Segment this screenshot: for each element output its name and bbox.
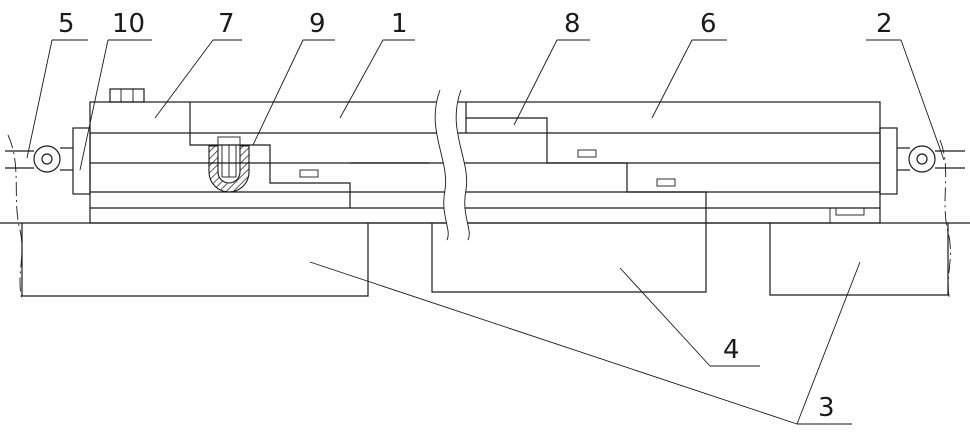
leader-7 <box>155 40 213 118</box>
right-end-fitting <box>880 128 965 194</box>
reference-labels: 5 10 7 9 1 8 6 2 4 3 <box>58 9 893 423</box>
base-block-right <box>770 223 948 295</box>
left-eye-hole <box>42 154 52 164</box>
left-end-fitting <box>5 128 90 194</box>
ground-base <box>0 223 970 296</box>
label-10: 10 <box>112 9 145 39</box>
base-block-middle <box>432 223 706 292</box>
leader-8 <box>514 40 557 125</box>
bolt-plate-3 <box>657 179 675 186</box>
bolt-plate-2 <box>578 150 596 157</box>
base-block-left <box>22 223 368 296</box>
right-eye-ring <box>909 146 935 172</box>
bolt-plate-4 <box>836 208 864 215</box>
leader-6 <box>652 40 692 118</box>
left-eye-ring <box>34 146 60 172</box>
label-7: 7 <box>218 9 235 39</box>
bolt-plate-1 <box>300 170 318 177</box>
break-gap <box>435 90 469 240</box>
label-9: 9 <box>309 9 326 39</box>
bolt-head <box>218 137 240 145</box>
break-line-right <box>940 140 950 300</box>
label-3: 3 <box>818 393 835 423</box>
label-2: 2 <box>876 9 893 39</box>
label-4: 4 <box>723 335 740 365</box>
leader-5 <box>27 40 52 158</box>
leader-lines <box>27 40 944 424</box>
break-gap-fill <box>435 90 469 240</box>
top-nut <box>110 89 144 102</box>
leader-1 <box>340 40 383 118</box>
leader-10 <box>80 40 108 170</box>
leader-9 <box>253 40 303 145</box>
label-1: 1 <box>391 9 408 39</box>
label-8: 8 <box>564 9 581 39</box>
label-6: 6 <box>700 9 717 39</box>
right-end-plate <box>880 128 897 194</box>
break-line-left <box>8 135 22 300</box>
leader-2 <box>901 40 944 160</box>
right-eye-hole <box>917 154 927 164</box>
break-lines <box>8 135 950 300</box>
label-5: 5 <box>58 9 75 39</box>
leader-4 <box>620 268 710 366</box>
